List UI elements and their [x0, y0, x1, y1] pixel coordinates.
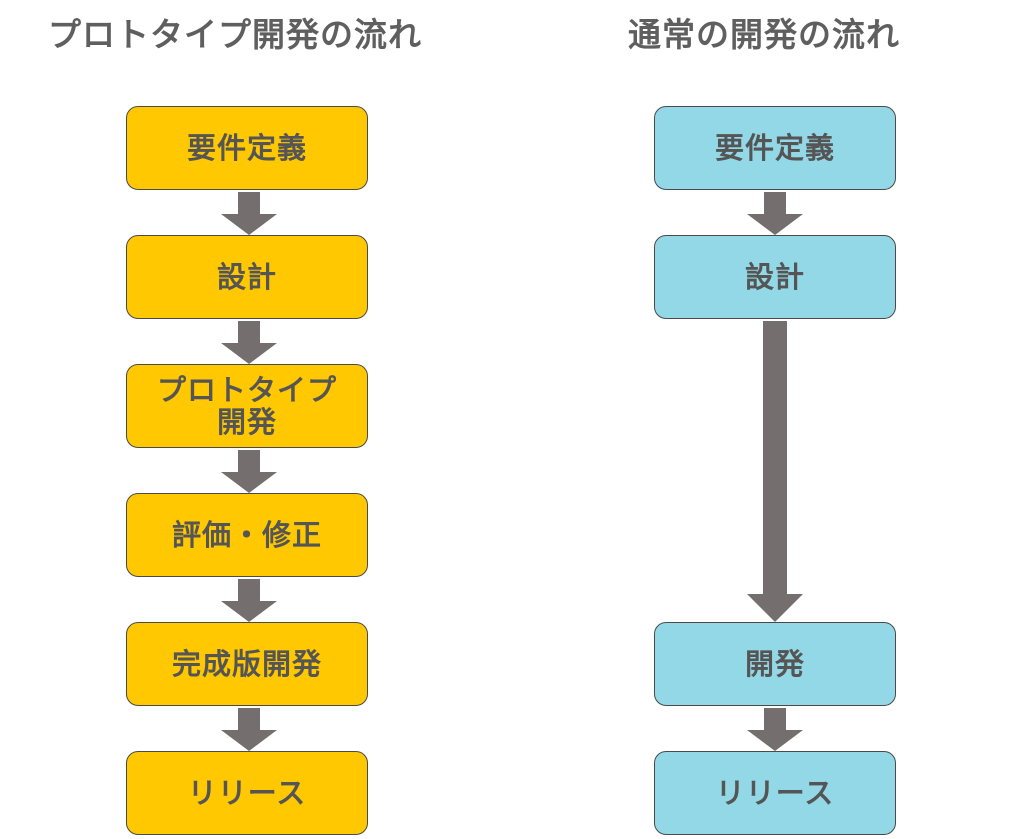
step-label-line1: プロトタイプ: [156, 372, 337, 407]
prototype-step-release: リリース: [126, 751, 368, 835]
normal-step-development: 開発: [654, 622, 896, 706]
arrow-down-icon: [221, 321, 277, 364]
arrow-down-icon: [221, 579, 277, 622]
step-label-line2: 開発: [216, 405, 277, 439]
arrow-down-icon: [747, 192, 803, 235]
step-label: 評価・修正: [171, 517, 322, 552]
step-label: リリース: [187, 775, 307, 810]
prototype-step-design: 設計: [126, 235, 368, 319]
arrow-down-icon: [221, 450, 277, 493]
step-label: リリース: [715, 775, 835, 810]
step-label: 開発: [744, 646, 805, 681]
arrow-down-icon: [221, 708, 277, 751]
prototype-flow-title: プロトタイプ開発の流れ: [48, 15, 422, 54]
normal-step-design: 設計: [654, 235, 896, 319]
prototype-step-final-development: 完成版開発: [126, 622, 368, 706]
normal-step-requirements: 要件定義: [654, 106, 896, 190]
step-label: 完成版開発: [171, 646, 322, 681]
normal-step-release: リリース: [654, 751, 896, 835]
step-label: 設計: [216, 259, 277, 294]
prototype-step-requirements: 要件定義: [126, 106, 368, 190]
step-label: 設計: [744, 259, 805, 294]
arrow-down-icon: [747, 708, 803, 751]
arrow-down-icon: [221, 192, 277, 235]
long-arrow-down-icon: [747, 321, 803, 622]
prototype-step-evaluation: 評価・修正: [126, 493, 368, 577]
step-label: 要件定義: [714, 130, 835, 165]
step-label: 要件定義: [186, 130, 307, 165]
prototype-step-prototype-development: プロトタイプ 開発: [126, 364, 368, 448]
normal-flow-title: 通常の開発の流れ: [628, 15, 900, 54]
